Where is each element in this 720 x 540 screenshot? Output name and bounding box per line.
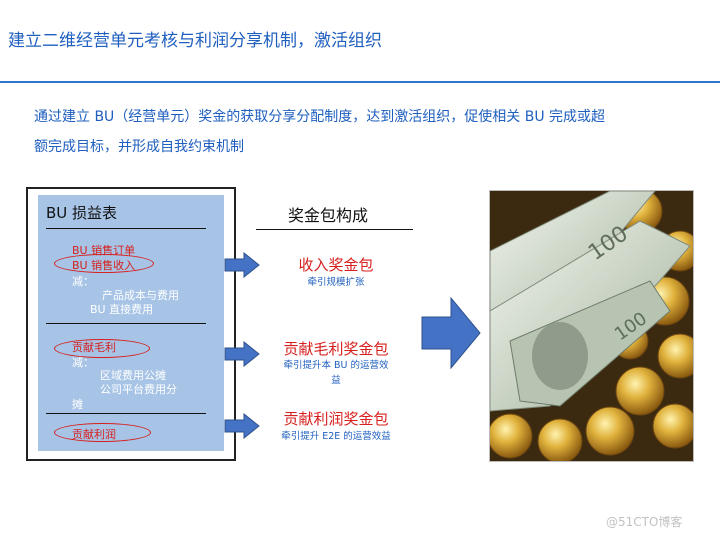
pl-platform-cost: 公司平台费用分 bbox=[100, 383, 177, 396]
pl-platform-cost-wrap: 摊 bbox=[72, 398, 83, 411]
composition-divider bbox=[256, 229, 413, 230]
pl-minus-label-1: 减： bbox=[72, 275, 94, 288]
arrow-right-large-icon bbox=[421, 297, 481, 369]
package-gross-profit-name: 贡献毛利奖金包 bbox=[283, 340, 389, 358]
package-contribution-name: 贡献利润奖金包 bbox=[283, 410, 389, 428]
arrow-right-icon bbox=[224, 252, 260, 278]
pl-regional-cost: 区域费用公摊 bbox=[100, 369, 166, 382]
intro-line-2: 额完成目标，并形成自我约束机制 bbox=[34, 139, 244, 155]
package-contribution-desc: 牵引提升 E2E 的运营效益 bbox=[281, 431, 391, 442]
pl-divider-2 bbox=[46, 323, 206, 324]
composition-title: 奖金包构成 bbox=[288, 206, 369, 225]
pl-product-cost: 产品成本与费用 bbox=[102, 289, 179, 302]
revenue-highlight-ellipse bbox=[54, 254, 154, 273]
arrow-right-icon bbox=[224, 413, 260, 439]
pl-direct-cost: BU 直接费用 bbox=[90, 303, 154, 316]
slide-title: 建立二维经营单元考核与利润分享机制，激活组织 bbox=[8, 31, 382, 51]
package-revenue-name: 收入奖金包 bbox=[298, 256, 374, 274]
pl-divider-1 bbox=[46, 228, 206, 229]
contribution-profit-highlight-ellipse bbox=[54, 423, 151, 442]
pl-divider-3 bbox=[46, 413, 206, 414]
arrow-right-icon bbox=[224, 341, 260, 367]
package-revenue-desc: 牵引规模扩张 bbox=[307, 277, 365, 288]
title-divider bbox=[0, 81, 720, 83]
money-photo: 100 100 bbox=[489, 190, 694, 462]
pl-minus-label-2: 减： bbox=[72, 356, 94, 369]
watermark: @51CTO博客 bbox=[606, 515, 683, 529]
intro-line-1: 通过建立 BU（经营单元）奖金的获取分享分配制度，达到激活组织，促使相关 BU … bbox=[34, 109, 606, 125]
package-gross-profit-desc: 牵引提升本 BU 的运营效益 bbox=[283, 360, 389, 386]
money-illustration: 100 100 bbox=[490, 191, 693, 461]
gross-profit-highlight-ellipse bbox=[54, 339, 150, 358]
pl-table-title: BU 损益表 bbox=[46, 204, 118, 222]
